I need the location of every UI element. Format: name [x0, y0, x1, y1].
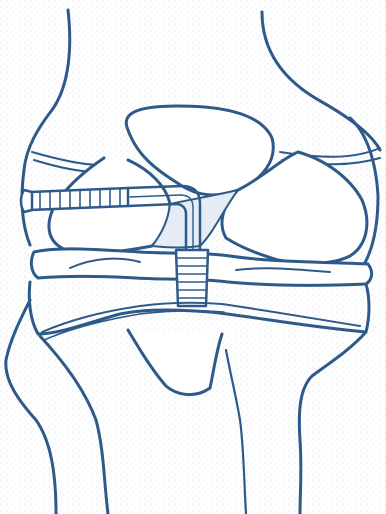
femoral-screw-shaft [30, 188, 128, 210]
femoral-screw-head [21, 190, 32, 212]
